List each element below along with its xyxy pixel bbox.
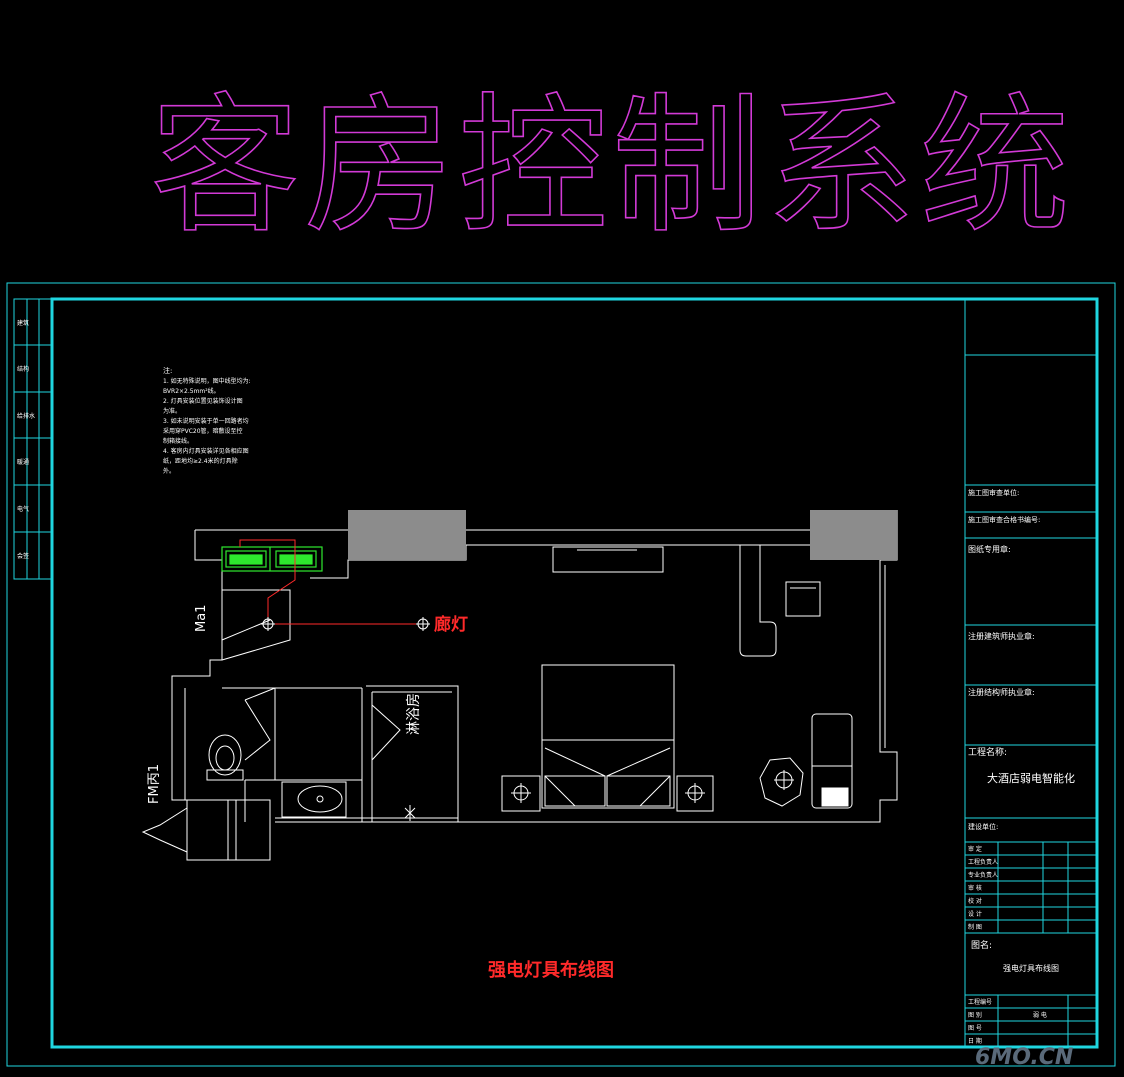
field-client: 建设单位:: [968, 822, 998, 831]
strip-cell: 电气: [17, 505, 29, 513]
note-line: 为准。: [163, 407, 181, 415]
note-line: 2. 灯具安装位置见装饰设计图: [163, 397, 243, 405]
bath-door-label: FM丙1: [147, 764, 162, 804]
lamp-symbol: [261, 617, 430, 631]
strip-cell: 暖通: [17, 458, 29, 466]
wiring-line: [239, 539, 296, 620]
note-line: 制箱接线。: [163, 437, 193, 445]
title-block-text: 施工图审查单位: 施工图审查合格书编号: 图纸专用章: 注册建筑师执业章: 注册…: [968, 488, 1075, 1045]
field-construction-unit: 施工图审查单位:: [968, 488, 1019, 497]
control-panel: [221, 546, 323, 572]
title-block: [964, 299, 1097, 1047]
role-label: 设 计: [968, 910, 982, 918]
project-name: 大酒店弱电智能化: [987, 771, 1075, 785]
inner-frame: [50, 297, 1099, 1049]
structural-column: [810, 510, 897, 560]
note-line: 3. 如未说明安装于单一回路者均: [163, 417, 249, 425]
note-line: 纸，距地均≥2.4米的灯具除: [163, 457, 238, 465]
shower-room-label: 淋浴房: [406, 693, 422, 735]
note-line: 采用穿PVC20管，暗敷设至控: [163, 427, 243, 435]
note-line: 外。: [163, 467, 175, 475]
field-drawing-name: 图名:: [971, 939, 992, 951]
field-drawing-seal: 图纸专用章:: [968, 544, 1011, 554]
main-title: 客房控制系统: [150, 80, 1074, 254]
strip-cell: 会签: [17, 552, 29, 560]
lamp-label: 廊灯: [434, 614, 468, 635]
notes-heading: 注:: [163, 366, 172, 375]
entry-door-label: Ma1: [194, 605, 209, 632]
note-line: BVR2×2.5mm²线。: [163, 387, 220, 395]
field-project-name: 工程名称:: [968, 746, 1007, 758]
drawing-caption: 强电灯具布线图: [488, 959, 614, 981]
role-label: 审 定: [968, 845, 982, 853]
strip-cell: 给排水: [17, 412, 35, 420]
field-arch-seal: 注册建筑师执业章:: [968, 631, 1035, 641]
role-label: 校 对: [968, 897, 982, 905]
strip-cell: 建筑: [17, 319, 29, 327]
bottom-row-label: 图 别: [968, 1011, 982, 1019]
field-review-cert: 施工图审查合格书编号:: [968, 515, 1040, 524]
watermark: 6MO.CN: [975, 1045, 1073, 1070]
role-label: 制 图: [968, 923, 982, 931]
left-strip-labels: 建筑 结构 给排水 暖通 电气 会签: [17, 319, 35, 560]
strip-cell: 结构: [17, 365, 29, 373]
drawing-name: 强电灯具布线图: [1003, 963, 1059, 973]
notes: 注: 1. 如无特殊说明，图中线型均为: BVR2×2.5mm²线。 2. 灯具…: [163, 366, 251, 475]
structural-column: [348, 510, 466, 560]
note-line: 4. 客房内灯具安装详见各相应图: [163, 447, 249, 455]
role-label: 审 核: [968, 884, 982, 892]
bottom-row-label: 日 期: [968, 1037, 982, 1045]
outer-frame: [6, 282, 1116, 1067]
field-struct-seal: 注册结构师执业章:: [968, 687, 1035, 697]
role-label: 专业负责人: [968, 871, 998, 879]
role-label: 工程负责人: [968, 858, 998, 866]
left-sign-strip: [13, 298, 53, 580]
bottom-row-label: 工程编号: [968, 998, 992, 1006]
bottom-row-label: 图 号: [968, 1025, 982, 1032]
note-line: 1. 如无特殊说明，图中线型均为:: [163, 377, 251, 385]
drawing-class: 弱 电: [1033, 1011, 1047, 1019]
